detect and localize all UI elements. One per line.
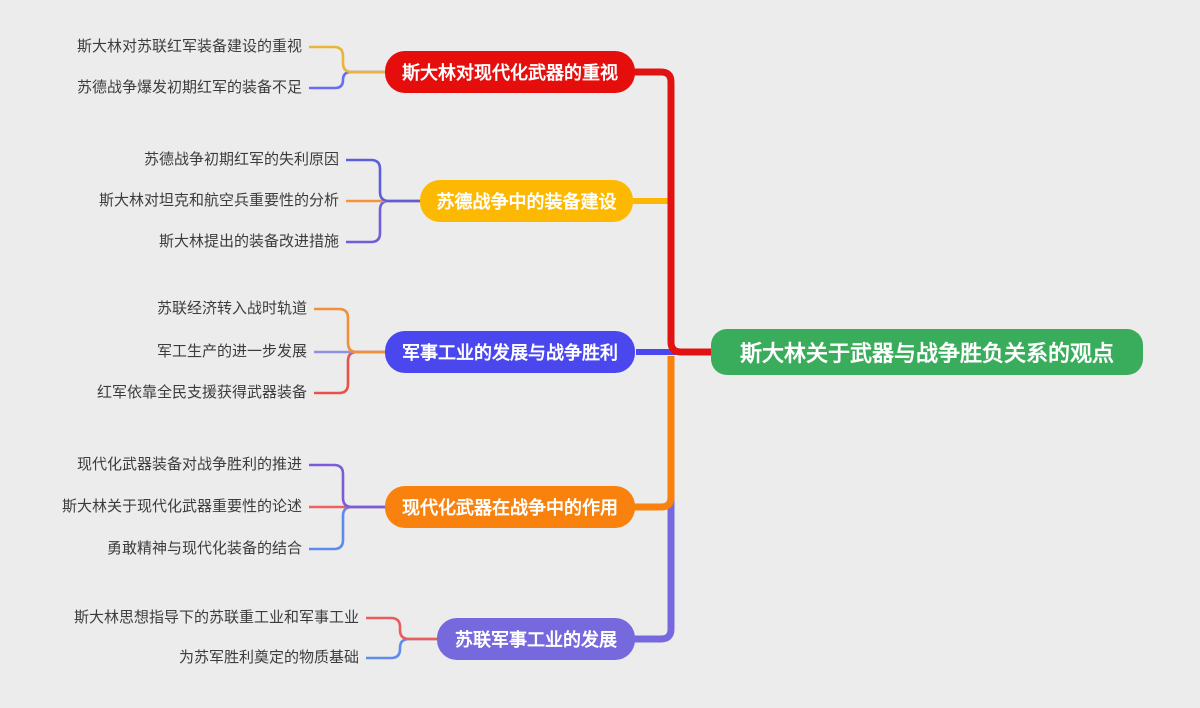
- branch-node-label: 现代化武器在战争中的作用: [402, 498, 618, 518]
- leaf-label-b1-l1[interactable]: 斯大林对苏联红军装备建设的重视: [76, 38, 302, 55]
- leaf-connector-b5-l2: [366, 637, 437, 660]
- leaf-connector-b1-l2: [309, 70, 385, 90]
- leaf-label-b2-l3[interactable]: 斯大林提出的装备改进措施: [158, 233, 339, 250]
- trunk-connector-branch4: [634, 356, 675, 511]
- trunk-connector-branch1-root: [634, 68, 711, 356]
- leaf-connector-b2-l1: [346, 158, 420, 203]
- branch-node-2[interactable]: 苏德战争中的装备建设: [420, 180, 633, 222]
- leaf-label-b5-l1[interactable]: 斯大林思想指导下的苏联重工业和军事工业: [73, 609, 359, 626]
- leaf-label-b5-l2[interactable]: 为苏军胜利奠定的物质基础: [178, 649, 359, 666]
- leaf-connector-b4-l3: [309, 505, 385, 551]
- leaf-label-b1-l2[interactable]: 苏德战争爆发初期红军的装备不足: [76, 79, 302, 96]
- root-node-label: 斯大林关于武器与战争胜负关系的观点: [739, 341, 1114, 366]
- root-node[interactable]: 斯大林关于武器与战争胜负关系的观点: [711, 329, 1143, 375]
- leaf-label-b2-l1[interactable]: 苏德战争初期红军的失利原因: [143, 151, 339, 168]
- leaf-label-b2-l2[interactable]: 斯大林对坦克和航空兵重要性的分析: [98, 192, 339, 209]
- branch-node-1[interactable]: 斯大林对现代化武器的重视: [385, 51, 635, 93]
- branch-node-label: 军事工业的发展与战争胜利: [402, 343, 618, 363]
- leaf-connector-b3-l1: [314, 307, 385, 354]
- leaf-label-b4-l3[interactable]: 勇敢精神与现代化装备的结合: [106, 540, 302, 557]
- leaf-label-b3-l1[interactable]: 苏联经济转入战时轨道: [156, 300, 307, 317]
- leaf-connector-b5-l1: [366, 616, 437, 641]
- leaf-connector-b1-l1: [309, 45, 385, 74]
- branch-node-5[interactable]: 苏联军事工业的发展: [437, 618, 635, 660]
- branch-node-label: 苏德战争中的装备建设: [436, 192, 617, 212]
- branch-node-label: 苏联军事工业的发展: [455, 630, 617, 650]
- leaf-label-b4-l1[interactable]: 现代化武器装备对战争胜利的推进: [76, 456, 302, 473]
- leaf-connector-b3-l3: [314, 350, 385, 395]
- branch-node-4[interactable]: 现代化武器在战争中的作用: [385, 486, 635, 528]
- branch-node-label: 斯大林对现代化武器的重视: [402, 63, 618, 83]
- leaf-label-b3-l3[interactable]: 红军依靠全民支援获得武器装备: [96, 384, 307, 401]
- leaf-label-b3-l2[interactable]: 军工生产的进一步发展: [156, 343, 307, 360]
- leaf-connector-b4-l1: [309, 463, 385, 509]
- leaf-label-b4-l2[interactable]: 斯大林关于现代化武器重要性的论述: [61, 498, 302, 515]
- branch-node-3[interactable]: 军事工业的发展与战争胜利: [385, 331, 635, 373]
- trunk-connector-branch5: [634, 356, 675, 643]
- leaf-connector-b2-l3: [346, 199, 420, 244]
